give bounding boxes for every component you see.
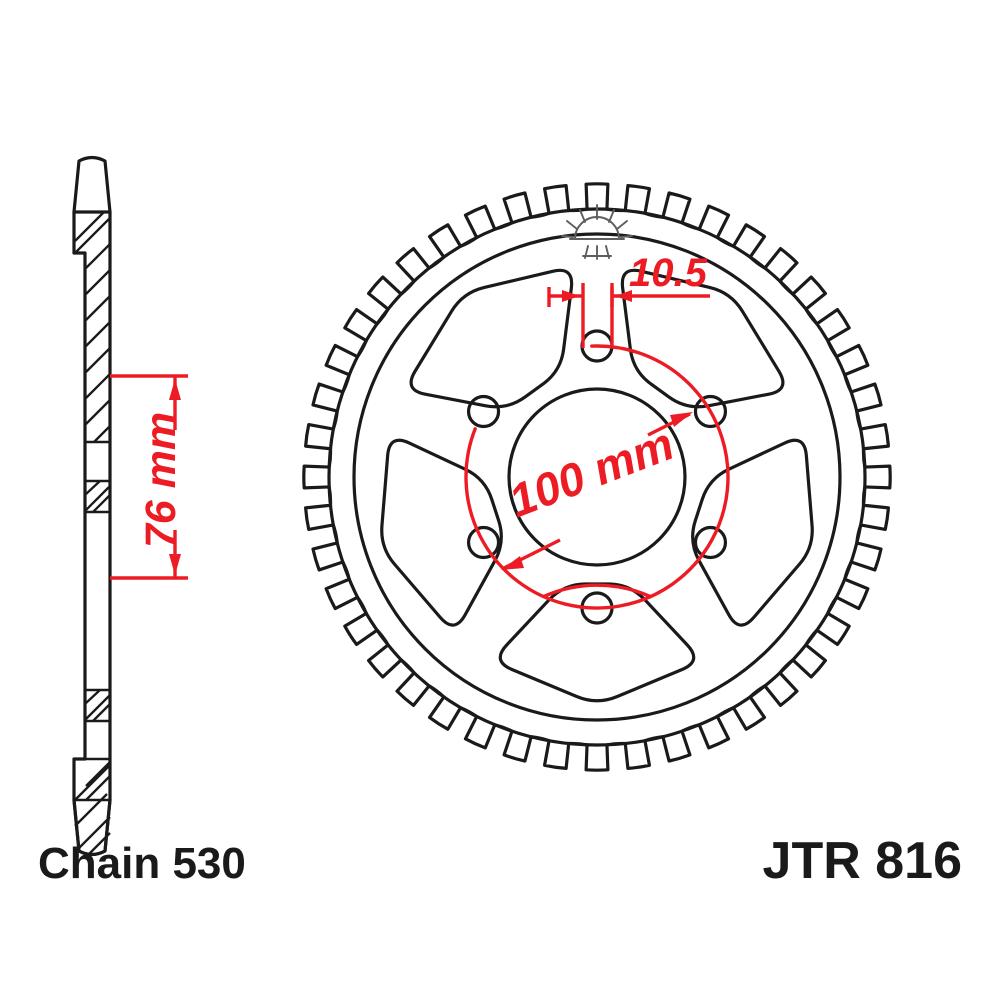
spoke-window: [498, 582, 696, 703]
dim76-arrow-bottom: [169, 554, 181, 575]
side-hatch-upper-band: [85, 480, 111, 513]
dim100-arrow-right: [670, 412, 693, 427]
side-hatch-upper-main: [74, 211, 111, 443]
dim100-label: 100 mm: [502, 417, 681, 527]
spoke-window: [380, 438, 503, 627]
dim105-arrow-right: [615, 290, 632, 302]
sprocket-centre-bore: [507, 387, 687, 567]
dimension-76mm: 76 mm: [110, 374, 188, 580]
bolt-circle-arc: [464, 344, 730, 610]
sunburst-mark-icon: [561, 204, 633, 260]
sprocket-rim-inner-circle: [352, 232, 842, 722]
dimension-10-5: 10.5: [547, 251, 710, 348]
part-number-label: JTR 816: [763, 832, 962, 890]
spoke-window: [409, 268, 574, 409]
dimension-100mm: 100 mm: [464, 344, 730, 610]
side-tooth-top: [72, 155, 112, 214]
bolt-hole: [693, 394, 728, 429]
bolt-hole: [693, 525, 728, 560]
bolt-hole: [466, 525, 501, 560]
dim105-arrow-left: [562, 290, 580, 302]
dim100-arrow-left: [501, 556, 524, 570]
dim105-label: 10.5: [629, 251, 708, 295]
bolt-hole: [466, 394, 501, 429]
chain-label: Chain 530: [38, 839, 246, 888]
dim76-label: 76 mm: [137, 412, 185, 548]
side-section-view-render: [72, 155, 112, 857]
dim76-arrow-top: [169, 379, 181, 400]
spoke-window: [691, 438, 814, 627]
bolt-circle-arc-bottom: [541, 583, 653, 599]
side-tooth-bottom: [72, 798, 112, 857]
side-hatch-lower-band: [85, 689, 111, 722]
